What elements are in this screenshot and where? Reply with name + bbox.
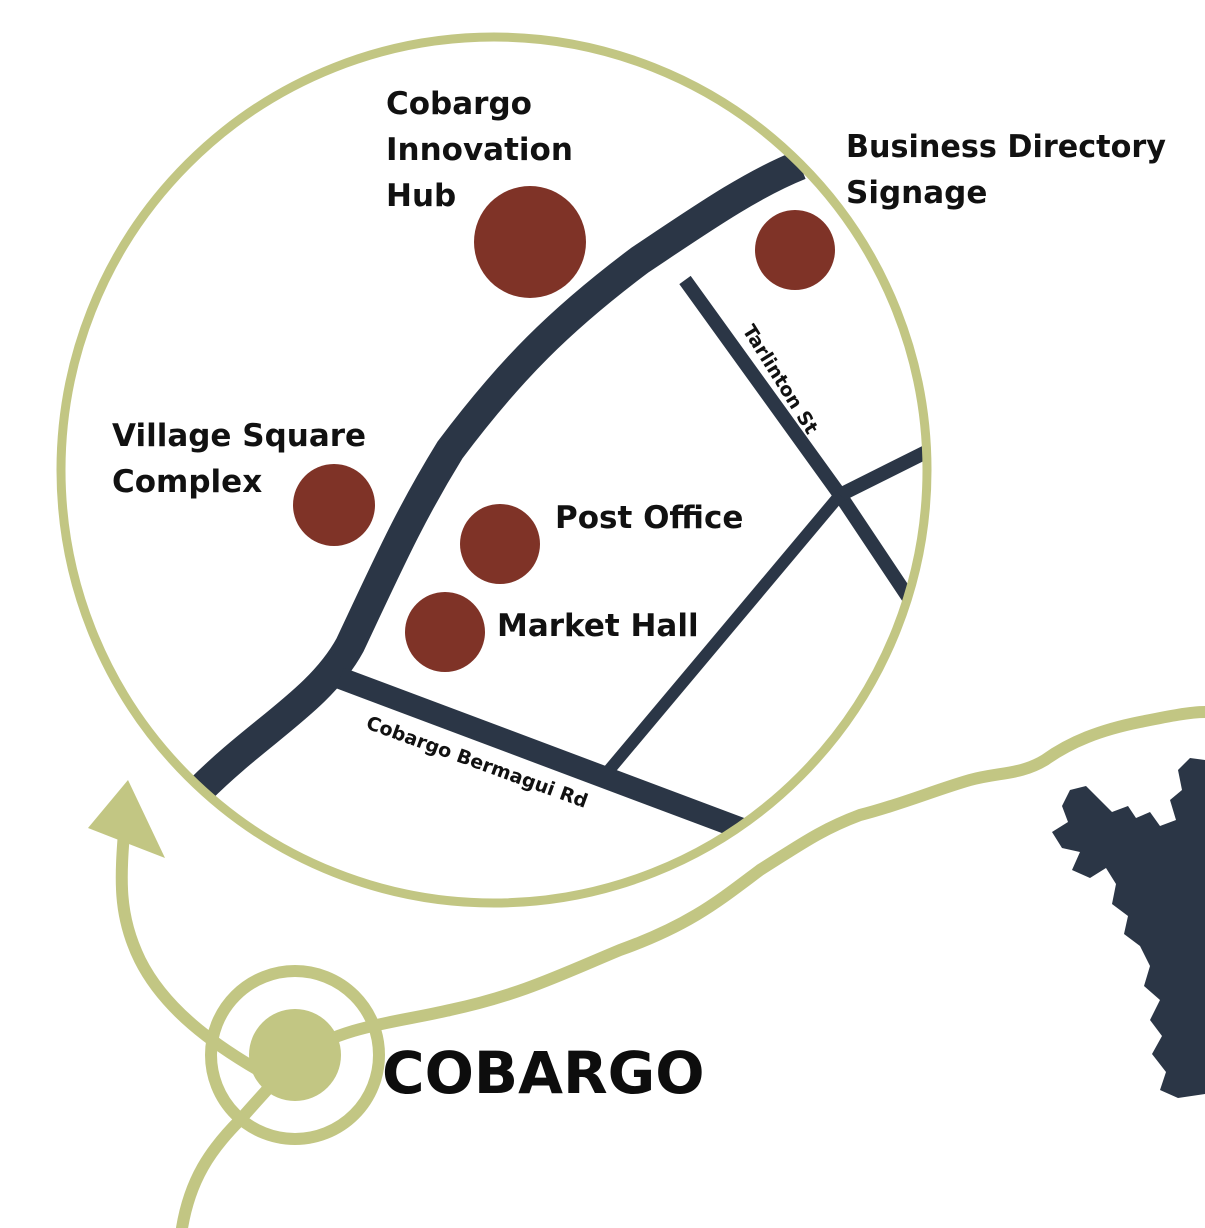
town-label: COBARGO [382, 1039, 705, 1107]
road-cobargo-bermagui-rd [336, 667, 749, 841]
zoom-arrowhead [88, 780, 165, 858]
marker-market-hall[interactable] [405, 592, 485, 672]
label-business-directory-line1: Business Directory [846, 129, 1166, 165]
label-village-square-line2: Complex [112, 464, 262, 500]
label-post-office: Post Office [555, 500, 743, 536]
zoom-circle-border [56, 32, 932, 908]
marker-post-office[interactable] [460, 504, 540, 584]
label-market-hall: Market Hall [497, 608, 699, 644]
label-business-directory-line2: Signage [846, 175, 987, 211]
zoom-connector-line [115, 814, 264, 1076]
road-east-branch [836, 443, 927, 502]
cobargo-marker-ring [205, 965, 385, 1145]
coastline-landmass [1052, 758, 1205, 1098]
label-innovation-hub-line1: Cobargo [386, 86, 532, 122]
label-innovation-hub-line3: Hub [386, 178, 456, 214]
label-village-square-line1: Village Square [112, 418, 366, 454]
marker-village-square[interactable] [293, 464, 375, 546]
road-princes-hwy [189, 151, 806, 801]
label-innovation-hub-line2: Innovation [386, 132, 573, 168]
marker-business-directory[interactable] [755, 210, 835, 290]
zoomed-street-map [189, 151, 927, 841]
road-diagonal-connector [600, 491, 845, 779]
cobargo-marker-dot [249, 1009, 341, 1101]
marker-innovation-hub[interactable] [474, 186, 586, 298]
zoom-circle-background [61, 37, 927, 903]
